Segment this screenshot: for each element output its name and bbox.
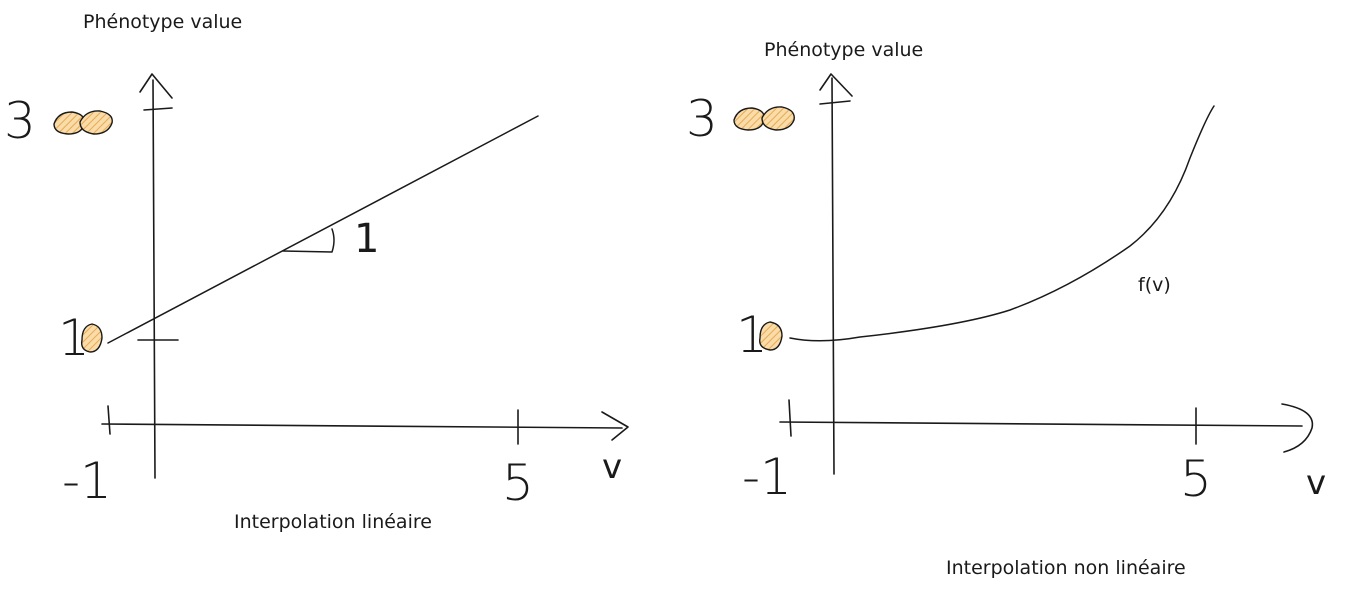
right-plot: Phénotype value 3 1 -1 5 v f(v) Interpol… — [686, 39, 1326, 579]
right-x-tick-left — [788, 399, 792, 437]
right-y-label-bottom-zero — [759, 321, 783, 351]
left-y-tick-top — [143, 107, 173, 111]
left-x-axis-arrow — [601, 411, 629, 441]
right-x-label-left: -1 — [742, 448, 792, 506]
left-plot: Phénotype value 3 1 -1 5 v 1 Interpolati… — [4, 11, 629, 533]
left-slope-angle — [282, 228, 335, 253]
left-y-axis — [152, 79, 156, 479]
left-y-axis-title: Phénotype value — [83, 11, 242, 33]
right-y-tick-top — [819, 100, 851, 105]
left-y-label-bottom-zero — [80, 323, 103, 353]
right-x-axis-var: v — [1306, 463, 1326, 503]
left-x-label-left: -1 — [62, 452, 112, 510]
left-linear-line — [107, 115, 539, 344]
left-y-label-top: 3 — [4, 92, 36, 150]
left-y-label-top-zeros — [53, 110, 113, 135]
left-y-axis-arrow — [139, 73, 173, 99]
left-x-axis-var: v — [602, 447, 622, 487]
right-nonlinear-curve — [789, 105, 1215, 342]
right-caption: Interpolation non linéaire — [946, 557, 1186, 579]
right-x-axis — [779, 421, 1303, 427]
right-curve-label: f(v) — [1138, 274, 1171, 296]
left-x-axis — [101, 423, 623, 429]
right-x-label-right: 5 — [1180, 450, 1212, 508]
left-slope-label: 1 — [354, 216, 379, 262]
right-y-axis — [831, 77, 835, 475]
right-x-axis-arrow — [1281, 403, 1314, 453]
left-caption: Interpolation linéaire — [234, 511, 432, 533]
right-y-axis-title: Phénotype value — [764, 39, 923, 61]
right-y-label-top: 3 — [686, 90, 718, 148]
left-x-label-right: 5 — [502, 454, 534, 512]
left-x-tick-left — [107, 405, 111, 435]
right-y-label-top-zeros — [733, 106, 795, 131]
right-y-axis-arrow — [819, 73, 853, 97]
